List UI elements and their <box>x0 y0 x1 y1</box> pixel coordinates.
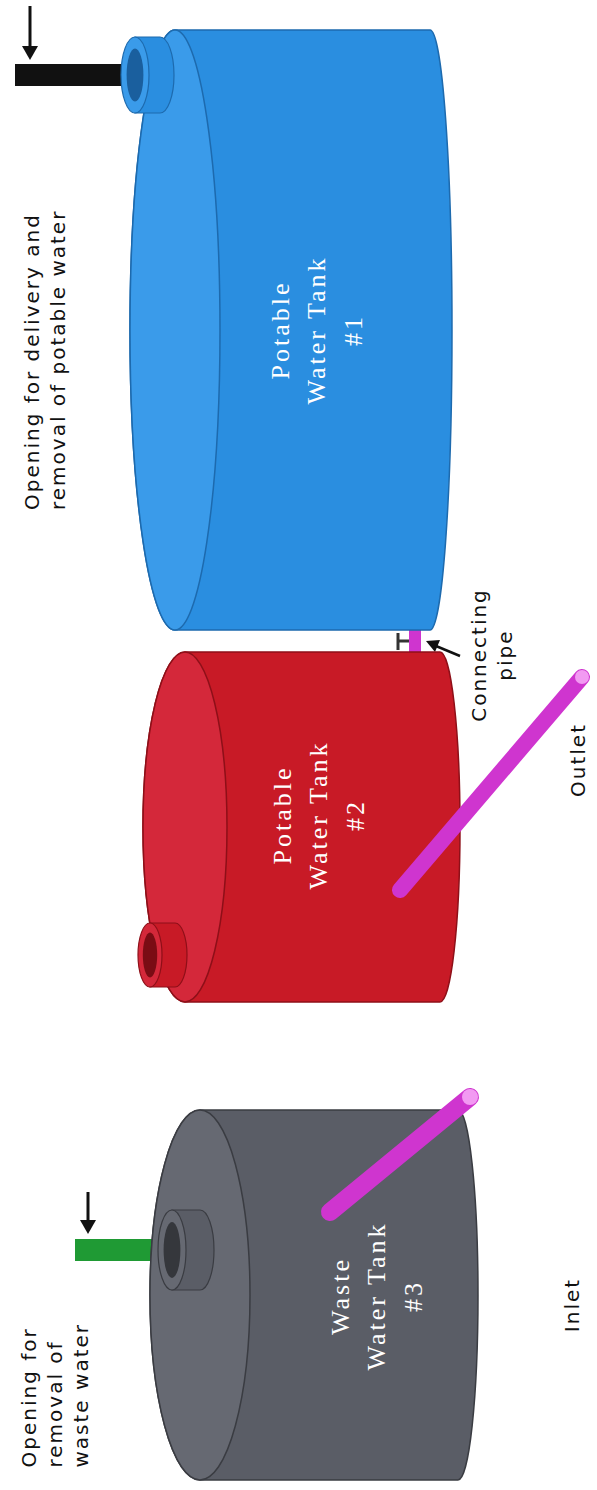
tank-label: Potable Water Tank #1 <box>263 255 372 405</box>
tank-body <box>150 1110 478 1480</box>
callout-label: Outlet <box>565 710 591 810</box>
opening-hole <box>127 48 144 101</box>
connecting-pipe <box>409 630 421 652</box>
opening-rim <box>138 923 162 987</box>
callout-arrow <box>22 6 38 60</box>
tank-top-face <box>150 1110 250 1480</box>
valve-handle <box>398 633 409 650</box>
callout-label: Inlet <box>559 1255 585 1355</box>
tank-body <box>143 652 460 1002</box>
callout-arrow <box>80 1192 96 1234</box>
opening-rim <box>121 37 149 113</box>
callout-label: Connecting pipe <box>466 573 518 738</box>
tank-outline <box>150 1110 478 1480</box>
pipe <box>400 670 589 890</box>
opening-hole <box>143 933 157 978</box>
water-tank: Potable Water Tank #2 <box>138 652 460 1002</box>
tank-top-face <box>130 30 220 630</box>
pipe <box>330 1089 478 1212</box>
tank-body <box>130 30 452 630</box>
opening-hole <box>164 1222 181 1278</box>
tank-label: Waste Water Tank #3 <box>323 1221 432 1371</box>
water-tank: Waste Water Tank #3 <box>150 1110 478 1480</box>
tank-top-face <box>143 652 227 1002</box>
callout-label: Opening for removal of waste water <box>16 1293 94 1468</box>
opening-rim <box>158 1210 186 1290</box>
callout-label: Opening for delivery and removal of pota… <box>19 150 71 510</box>
water-tank: Potable Water Tank #1 <box>121 30 452 630</box>
tank-outline <box>138 652 460 1002</box>
delivery-pipe <box>15 64 137 86</box>
tank-label: Potable Water Tank #2 <box>265 740 374 890</box>
